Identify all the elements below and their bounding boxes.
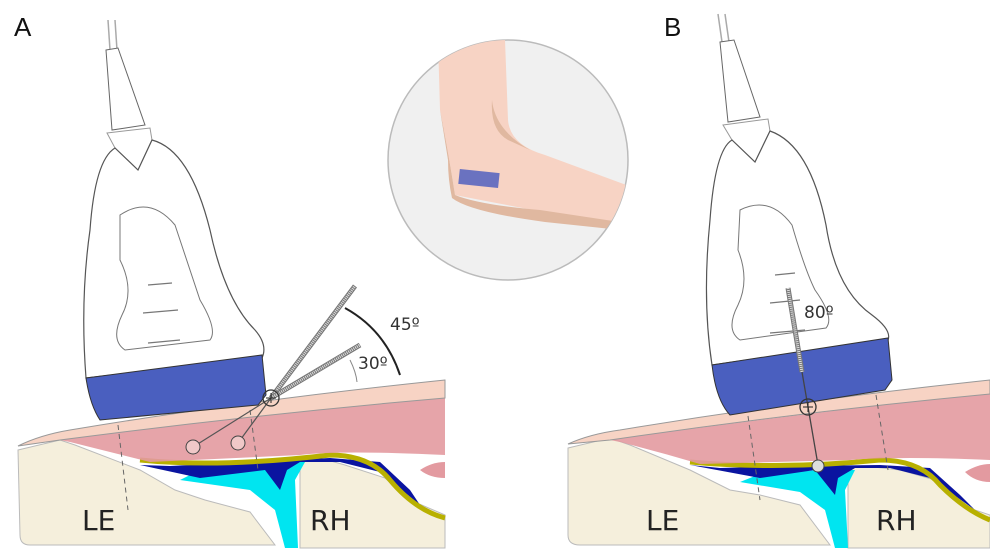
joint-fluid-cyan	[740, 470, 855, 548]
inset-elbow	[387, 39, 629, 281]
muscle-layer	[610, 392, 990, 464]
region-label-le: LE	[82, 504, 115, 537]
panel-b: B 80º LE RH	[567, 12, 990, 549]
needle-entry-marker	[799, 398, 817, 416]
probe-body	[83, 139, 265, 379]
needles-a	[185, 284, 362, 455]
cartilage-line	[139, 452, 446, 521]
bone-le	[567, 437, 831, 546]
muscle-fragment	[965, 464, 990, 482]
region-label-rh: RH	[876, 504, 917, 537]
needle-entry-marker	[262, 389, 280, 407]
beam-edge-right	[249, 409, 259, 471]
angle-label-30: 30º	[358, 354, 388, 374]
ultrasound-probe-b	[705, 13, 893, 416]
cartilage-line	[689, 457, 990, 523]
muscle-fragment	[420, 462, 445, 478]
bone-le	[17, 439, 277, 546]
region-label-le: LE	[646, 504, 679, 537]
probe-footprint-blue	[711, 337, 893, 416]
joint-fluid-cyan	[180, 462, 305, 548]
panel-a-label: A	[14, 12, 32, 42]
angle-arc-30	[349, 359, 358, 383]
angle-arc-45	[344, 307, 401, 376]
region-label-rh: RH	[310, 504, 351, 537]
panel-b-label: B	[664, 12, 681, 42]
angle-label-80: 80º	[804, 303, 834, 323]
joint-fluid-dark	[140, 458, 420, 505]
probe-body	[705, 130, 890, 366]
beam-edge-right	[875, 394, 889, 471]
needle-b	[785, 287, 825, 473]
ultrasound-probe-a	[83, 19, 267, 421]
angle-label-45: 45º	[390, 315, 420, 335]
skin-layer	[17, 379, 446, 447]
skin-layer	[567, 379, 990, 445]
joint-fluid-dark	[690, 465, 975, 510]
probe-marker	[458, 168, 500, 189]
panel-a: A	[14, 12, 446, 549]
needle-tip-marker	[811, 459, 825, 473]
